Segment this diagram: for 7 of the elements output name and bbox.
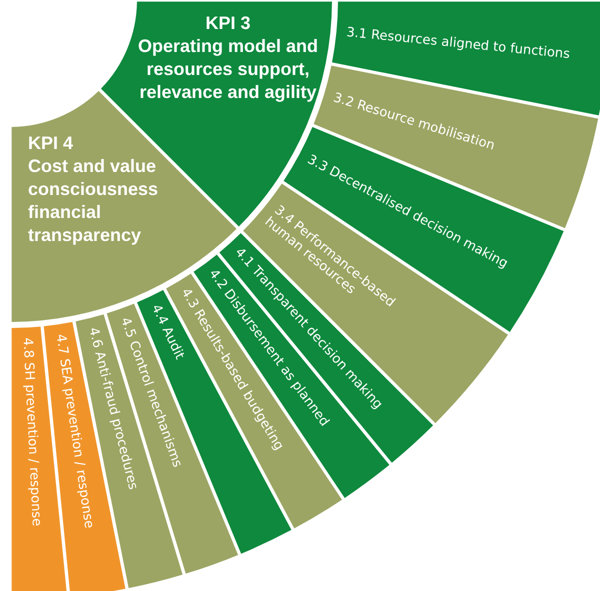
kpi-heading: KPI 3 [204, 12, 252, 35]
kpi-title: Operating model and resources support, relevance and agility [136, 35, 320, 104]
kpi-title: Cost and value consciousness financial transparency [28, 155, 160, 247]
segment-label: 4.8 SH prevention / response [19, 337, 44, 527]
segment-label: 4.4 Audit [148, 302, 186, 362]
kpi-heading: KPI 4 [28, 132, 74, 155]
segment-label: 3.1 Resources aligned to functions [346, 26, 570, 63]
